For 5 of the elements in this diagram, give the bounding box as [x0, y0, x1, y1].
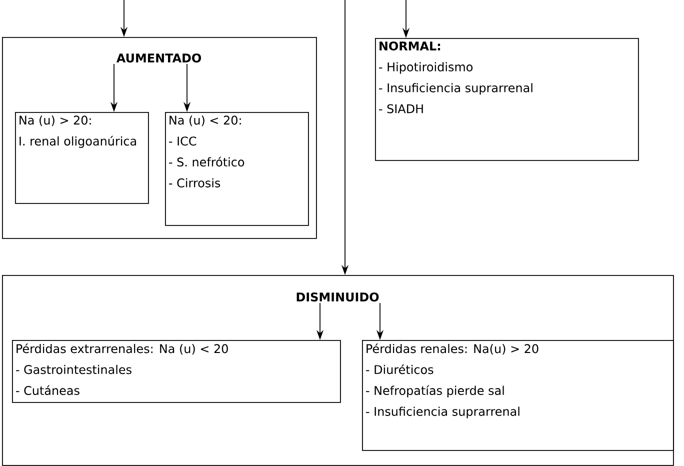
text-box: Na (u) > 20: I. renal oligoanúrica — [15, 112, 149, 204]
text-box: Pérdidas extrarrenales: Na (u) < 20 - Gastrointestinales - Cutáneas — [12, 340, 341, 403]
text-box: NORMAL: - Hipotiroidismo - Insuficiencia suprarrenal - SIADH — [375, 38, 639, 161]
text-box: Na (u) < 20: - ICC - S. nefrótico - Cirrosis — [165, 112, 309, 226]
text-box: Pérdidas renales: Na(u) > 20 - Diuréticos - Nefropatías pierde sal - Insuficiencia suprarrenal — [362, 340, 674, 451]
